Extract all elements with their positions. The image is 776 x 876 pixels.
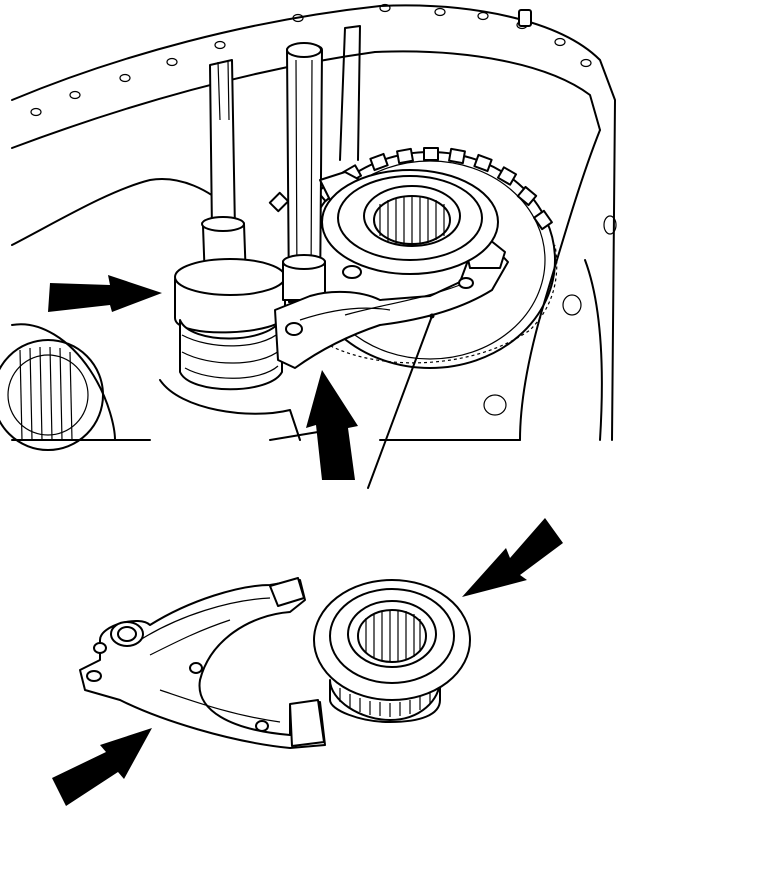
shift-rail-long: [282, 42, 326, 303]
callout-leader-line: [367, 315, 433, 489]
shift-rail-short: [159, 59, 301, 441]
arrow-right-lower: [462, 518, 563, 597]
transmission-case: [0, 3, 617, 451]
shift-fork-installed: [274, 171, 509, 369]
synchronizer-sleeve-installed: [321, 169, 499, 279]
arrow-up: [306, 370, 358, 480]
shift-fork-removed: [79, 577, 326, 749]
arrow-left-lower: [52, 728, 152, 806]
synchronizer-sleeve-removed: [313, 579, 471, 723]
ring-gear: [268, 147, 558, 369]
arrow-left-upper: [48, 275, 162, 312]
callout-leader-dot: [429, 313, 435, 319]
